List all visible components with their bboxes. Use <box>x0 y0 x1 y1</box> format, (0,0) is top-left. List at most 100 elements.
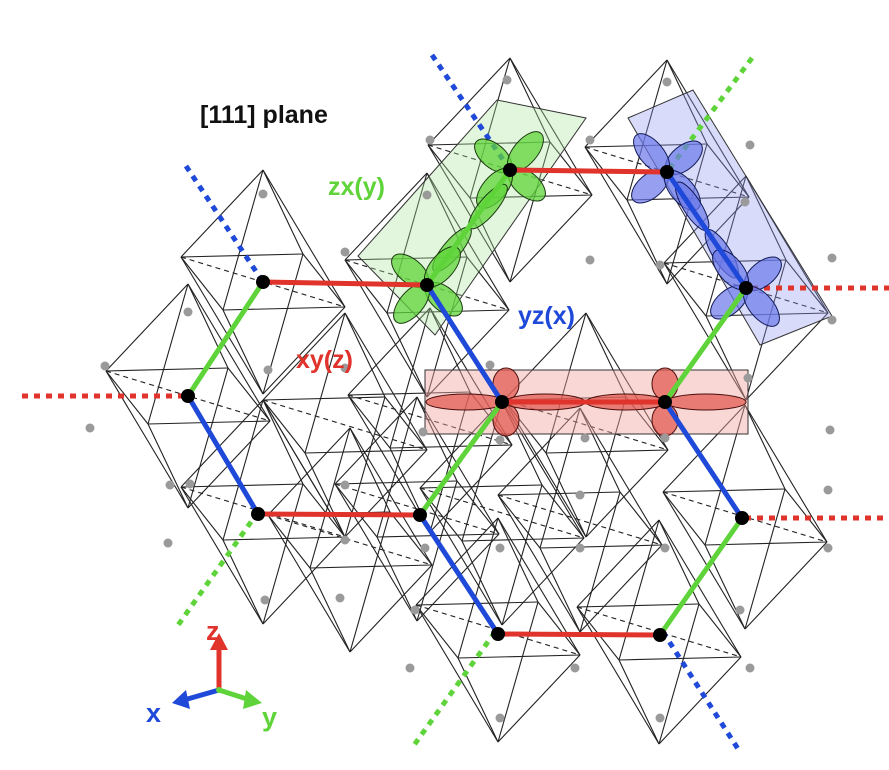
octahedron-edge <box>147 283 189 425</box>
octahedron-edge <box>334 483 418 622</box>
octahedron-edge <box>497 491 621 496</box>
octahedron-edge <box>501 484 543 626</box>
ligand-site <box>183 307 193 317</box>
octahedron-edge <box>579 407 621 493</box>
octahedron-edge <box>419 487 463 542</box>
octahedron-edge <box>745 175 787 261</box>
octahedron-edge <box>376 533 500 538</box>
octahedron-edge <box>497 494 541 549</box>
octahedron-edge <box>262 306 346 395</box>
bond <box>260 279 430 288</box>
ligand-site <box>335 593 345 603</box>
ligand-site <box>100 361 110 371</box>
bond <box>424 282 505 405</box>
ligand-sites <box>85 75 837 723</box>
octahedron-edge <box>180 399 264 488</box>
octahedron-edge <box>427 57 511 146</box>
octahedron-edge <box>426 256 468 398</box>
octahedron-edge <box>539 407 581 549</box>
bond <box>657 515 745 638</box>
ligand-site <box>827 253 837 263</box>
octahedron-edge <box>349 427 433 566</box>
octahedron-edge <box>347 391 471 396</box>
octahedron-edge <box>180 486 264 625</box>
ligand-site <box>258 189 268 199</box>
octahedron-edge <box>584 59 668 148</box>
ligand-site <box>185 479 195 489</box>
octahedron-edge <box>180 256 224 311</box>
octahedron-edge <box>461 540 503 626</box>
octahedron-hidden-edge <box>262 399 428 451</box>
ligand-site <box>85 423 95 433</box>
octahedron-edge <box>663 262 747 401</box>
octahedron-edge <box>585 396 627 538</box>
xy-bond-label: xy(z) <box>296 346 353 374</box>
ligand-site <box>580 433 590 443</box>
octahedron-edge <box>344 259 388 314</box>
octahedron-edge <box>745 312 829 401</box>
octahedron-edge <box>658 603 700 745</box>
octahedron-edge <box>105 367 229 372</box>
octahedron-edge <box>187 283 271 422</box>
ligand-site <box>823 485 833 495</box>
axis-z-label: z <box>206 616 220 646</box>
ligand-site <box>655 260 665 270</box>
octahedron-edge <box>501 537 585 626</box>
octahedron-edge <box>386 312 428 398</box>
octahedron-edge <box>415 604 499 743</box>
octahedron-edge <box>576 519 660 608</box>
kitaev-bonds <box>185 167 749 638</box>
octahedron-edge <box>222 536 346 541</box>
ligand-site <box>420 543 430 553</box>
zx-bond-label: zx(y) <box>328 173 385 201</box>
octahedron-edge <box>618 659 660 745</box>
ion-site <box>503 163 517 177</box>
ligand-site <box>575 543 585 553</box>
octahedron-edge <box>334 483 378 538</box>
octahedron-edge <box>509 141 551 283</box>
octahedron-edge <box>344 172 428 261</box>
ion-site <box>653 628 667 642</box>
extension-dash <box>173 510 261 630</box>
octahedron-edge <box>585 449 669 538</box>
octahedron-edge <box>105 283 189 372</box>
octahedron-edge <box>222 399 264 541</box>
octahedron-edge <box>497 517 539 603</box>
plane-title: [111] plane <box>200 101 328 129</box>
ligand-site <box>163 538 173 548</box>
octahedron-edge <box>415 604 459 659</box>
xyz-axes-triad: z x y <box>146 616 277 732</box>
octahedron-edge <box>457 657 499 743</box>
ligand-site <box>662 77 672 87</box>
extension-dash <box>409 630 498 750</box>
ion-site <box>256 275 270 289</box>
octahedron-edge <box>304 452 346 538</box>
bond <box>185 393 261 517</box>
octahedron-edge <box>579 544 663 633</box>
octahedron-edge <box>662 491 746 630</box>
octahedron-edge <box>262 312 346 401</box>
octahedron-edge <box>545 449 669 454</box>
ligand-site <box>495 543 505 553</box>
octahedron-edge <box>576 606 660 745</box>
ligand-site <box>655 713 665 723</box>
ion-site <box>660 165 674 179</box>
octahedron-edge <box>579 407 663 546</box>
extension-dash <box>660 630 743 754</box>
bond <box>495 631 663 638</box>
octahedron-hidden-edge <box>419 487 585 539</box>
ion-site <box>491 627 505 641</box>
octahedron-edge <box>658 656 742 745</box>
octahedron-edge <box>663 262 707 317</box>
ligand-site <box>823 543 833 553</box>
ion-site <box>420 278 434 292</box>
ligand-site <box>585 135 595 145</box>
ligand-site <box>405 663 415 673</box>
ion-site <box>251 507 265 521</box>
octahedron-edge <box>457 654 581 659</box>
octahedron-edge <box>466 256 510 311</box>
ligand-site <box>660 433 670 443</box>
octahedron-edge <box>704 404 746 546</box>
octahedron-edge <box>579 491 621 633</box>
ion-site <box>181 389 195 403</box>
